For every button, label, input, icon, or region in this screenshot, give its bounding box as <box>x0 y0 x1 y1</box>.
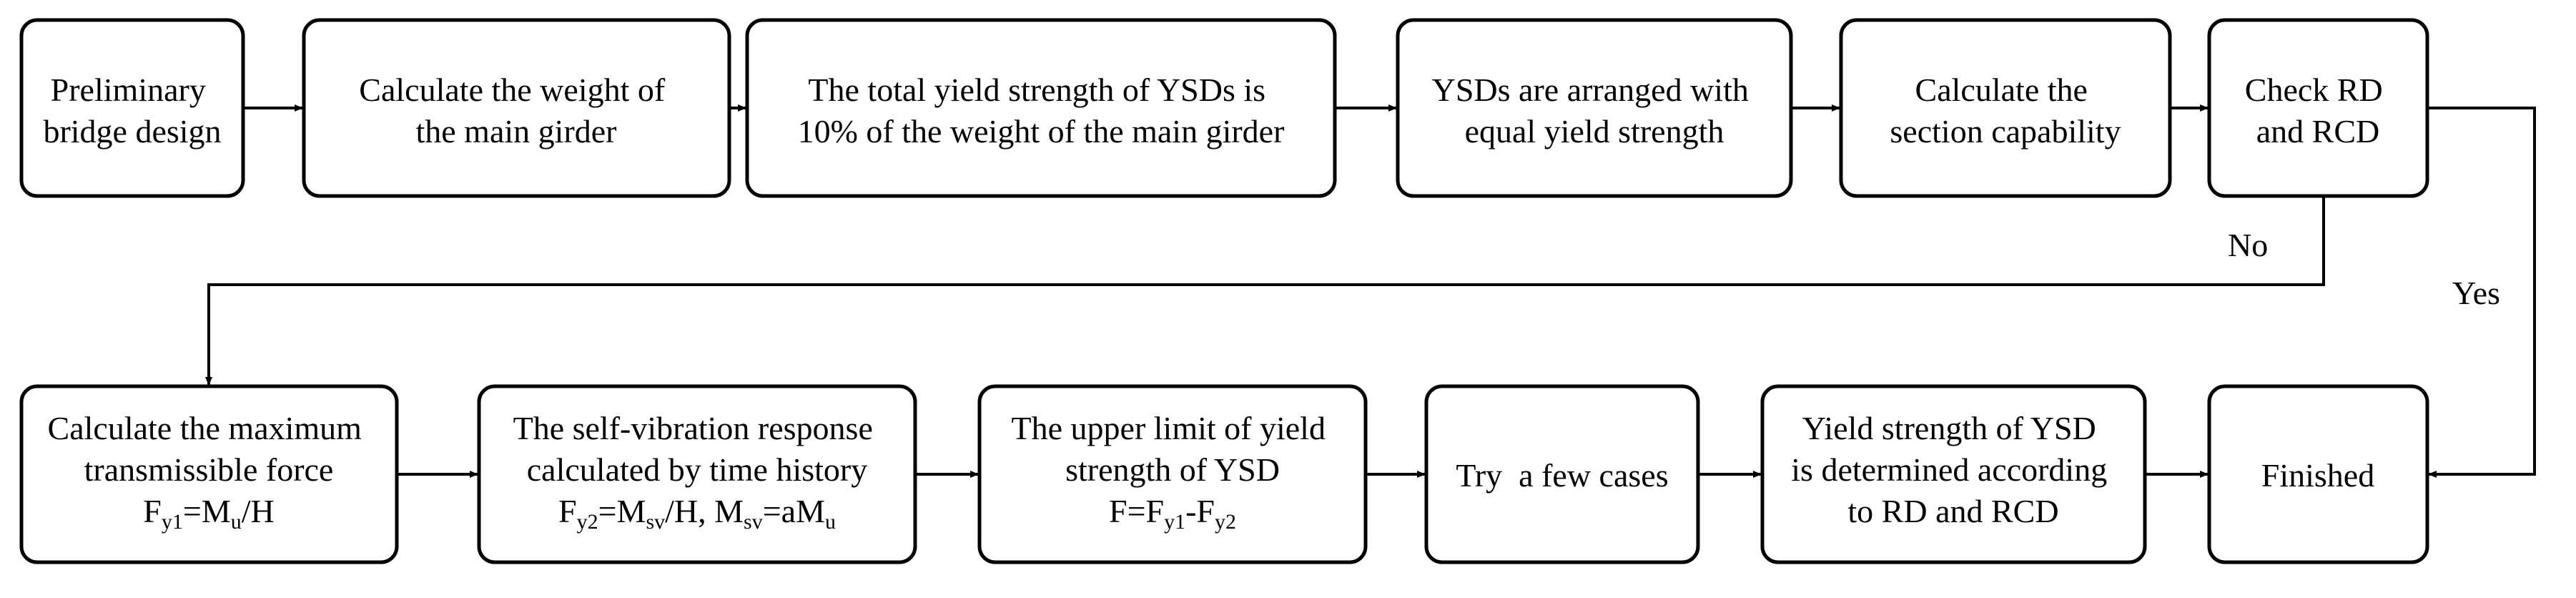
node-calculate-weight: Calculate the weight of the main girder <box>302 18 731 198</box>
node-check-rd-rcd: Check RD and RCD <box>2207 18 2429 198</box>
formula-fy2: Fy2=Msv/H, Msv=aMu <box>558 493 836 534</box>
node-equal-yield-arrangement: YSDs are arranged with equal yield stren… <box>1396 18 1793 198</box>
edge-label-no: No <box>2228 227 2268 263</box>
node-self-vibration-response: The self-vibration response calculated b… <box>477 384 917 564</box>
svg-text:The total yield strength of YS: The total yield strength of YSDs is 10% … <box>798 72 1285 150</box>
svg-text:Finished: Finished <box>2261 457 2374 494</box>
node-try-few-cases: Try a few cases <box>1424 384 1700 564</box>
arrow-check-yes-to-finished <box>2427 107 2536 478</box>
svg-text:Calculate the maximum tr: Calculate the maximum transmissible forc… <box>48 410 370 488</box>
edge-label-yes: Yes <box>2452 275 2500 311</box>
node-yield-strength-determined: Yield strength of YSD is determined acco… <box>1760 384 2147 564</box>
node-preliminary-design: Preliminary bridge design <box>19 18 245 198</box>
node-upper-limit-yield: The upper limit of yield strength of YSD… <box>977 384 1368 564</box>
svg-text:The self-vibration response: The self-vibration response calculated b… <box>513 410 882 488</box>
svg-text:Check RD and RCD: Check RD and RCD <box>2245 72 2391 150</box>
formula-fy1: Fy1=Mu/H <box>143 493 274 534</box>
svg-text:Calculate the section ca: Calculate the section capability <box>1890 72 2121 150</box>
svg-text:The upper limit of yield: The upper limit of yield strength of YSD <box>1012 410 1334 488</box>
node-total-yield-strength: The total yield strength of YSDs is 10% … <box>745 18 1337 198</box>
svg-text:Preliminary bridge desig: Preliminary bridge design <box>43 72 221 150</box>
svg-text:Calculate the weight of: Calculate the weight of the main girder <box>359 72 673 150</box>
node-finished: Finished <box>2207 384 2429 564</box>
node-max-transmissible-force: Calculate the maximum transmissible forc… <box>19 384 399 564</box>
svg-text:Yield strength of YSD is: Yield strength of YSD is determined acco… <box>1791 410 2115 529</box>
node-section-capability: Calculate the section capability <box>1839 18 2172 198</box>
svg-text:YSDs are arranged with e: YSDs are arranged with equal yield stren… <box>1432 72 1757 150</box>
arrow-check-no-to-max-force <box>205 196 2325 386</box>
svg-text:Try a few cases: Try a few cases <box>1456 457 1668 494</box>
formula-f: F=Fy1-Fy2 <box>1109 493 1236 534</box>
